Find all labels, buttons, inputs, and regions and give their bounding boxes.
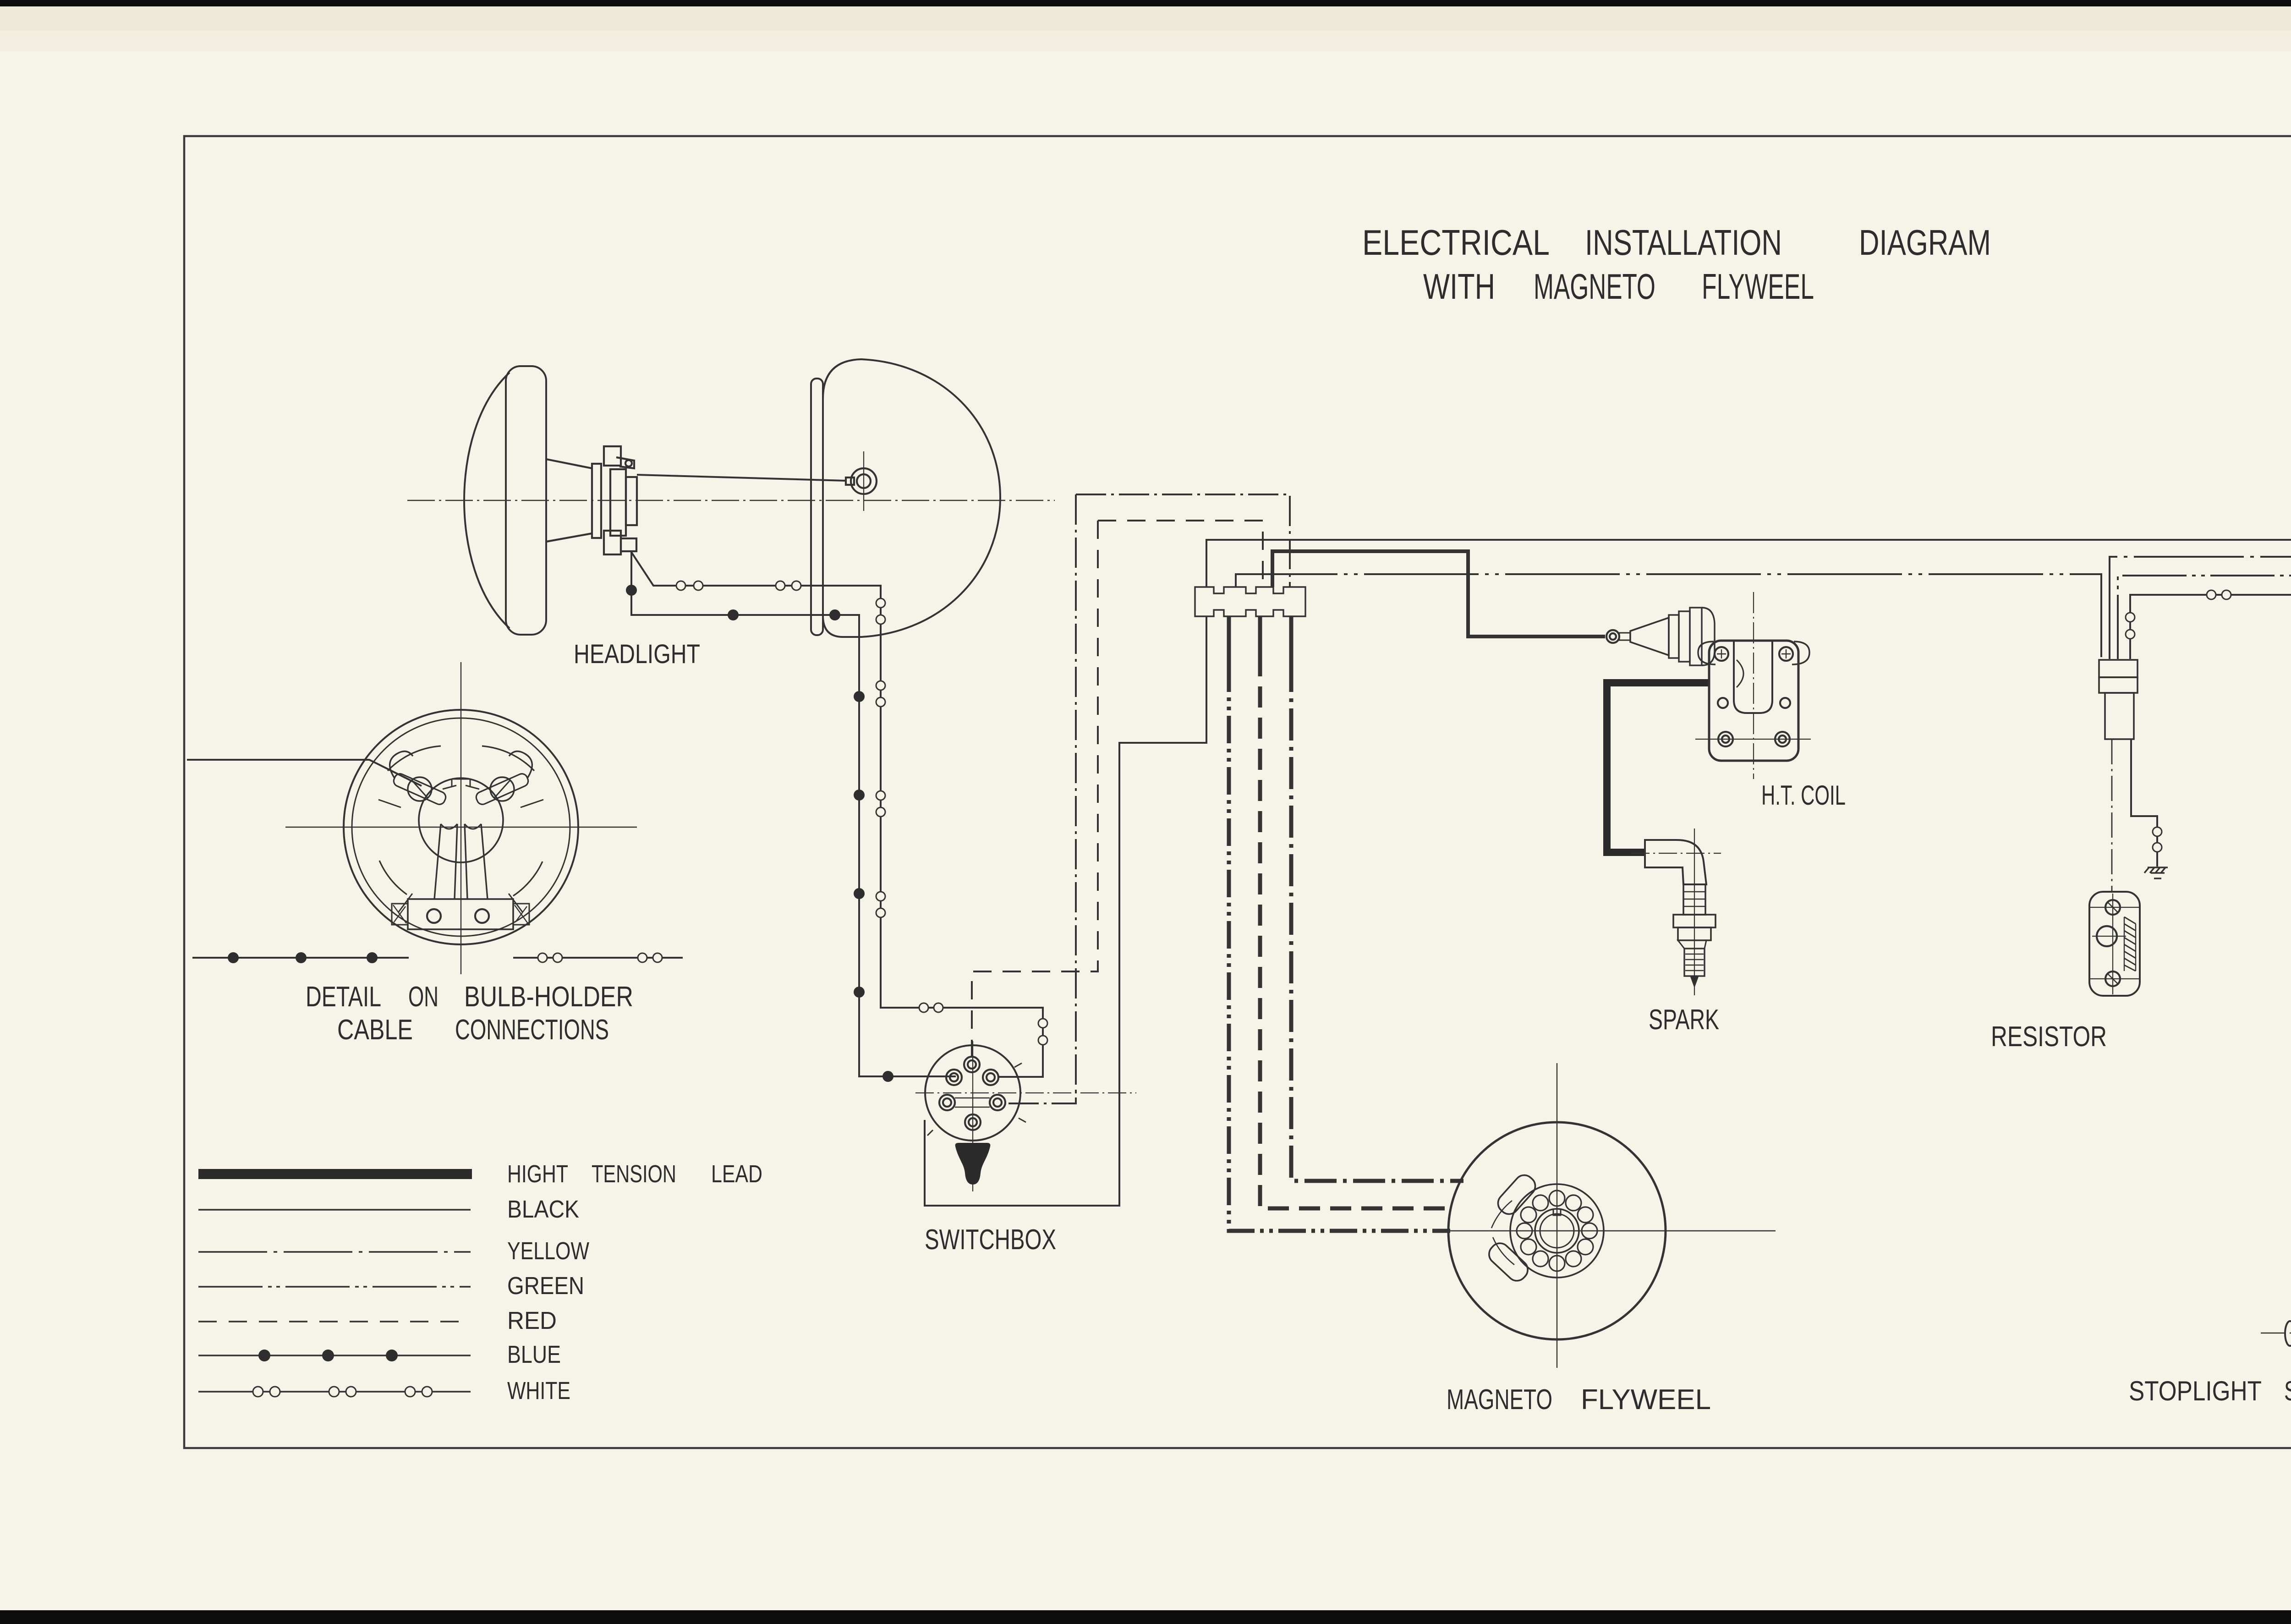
svg-text:FLYWEEL: FLYWEEL [1702, 266, 1814, 307]
svg-text:YELLOW: YELLOW [507, 1237, 589, 1265]
svg-text:BLUE: BLUE [507, 1341, 561, 1368]
svg-text:BLACK: BLACK [507, 1196, 579, 1223]
svg-text:ON: ON [408, 981, 438, 1013]
svg-text:H.T. COIL: H.T. COIL [1761, 780, 1846, 811]
svg-text:RESISTOR: RESISTOR [1991, 1021, 2107, 1053]
svg-text:CONNECTIONS: CONNECTIONS [455, 1014, 609, 1046]
svg-text:INSTALLATION: INSTALLATION [1585, 222, 1782, 263]
svg-text:TENSION: TENSION [592, 1160, 676, 1188]
svg-text:MAGNETO: MAGNETO [1447, 1384, 1552, 1416]
svg-text:HEADLIGHT: HEADLIGHT [574, 639, 700, 669]
svg-text:WHITE: WHITE [507, 1377, 570, 1405]
svg-text:CABLE: CABLE [337, 1014, 413, 1046]
svg-text:DIAGRAM: DIAGRAM [1859, 222, 1991, 263]
svg-text:RED: RED [507, 1307, 557, 1334]
svg-text:SPARK: SPARK [1649, 1004, 1719, 1036]
svg-text:HIGHT: HIGHT [507, 1160, 568, 1188]
svg-text:LEAD: LEAD [711, 1160, 762, 1188]
svg-text:SWITCH: SWITCH [2284, 1376, 2291, 1406]
svg-text:BULB-HOLDER: BULB-HOLDER [464, 981, 633, 1013]
svg-text:STOPLIGHT: STOPLIGHT [2129, 1376, 2262, 1406]
svg-text:SWITCHBOX: SWITCHBOX [925, 1224, 1056, 1256]
svg-text:ELECTRICAL: ELECTRICAL [1362, 222, 1550, 263]
svg-text:GREEN: GREEN [507, 1272, 584, 1300]
svg-text:FLYWEEL: FLYWEEL [1581, 1384, 1711, 1416]
svg-text:MAGNETO: MAGNETO [1534, 266, 1655, 307]
svg-text:DETAIL: DETAIL [306, 981, 381, 1013]
svg-text:WITH: WITH [1423, 266, 1495, 307]
